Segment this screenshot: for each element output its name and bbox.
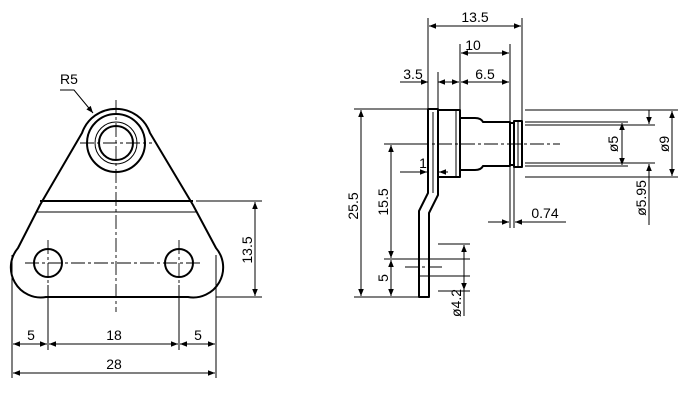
dim-side-overall-length-label: 13.5 — [461, 9, 488, 25]
dim-side-shoulder-label: 6.5 — [475, 66, 495, 82]
dim-shoulder-diameter-label: ø9 — [656, 136, 672, 153]
dim-front-height: 13.5 — [196, 200, 262, 298]
dim-groove-width-label: 0.74 — [531, 205, 558, 221]
dim-total-width-label: 28 — [106, 356, 122, 372]
dim-hole-diameter-label: ø4.2 — [448, 289, 464, 317]
front-outline — [9, 107, 225, 299]
shoulder-outline — [438, 109, 461, 178]
dim-side-shaft-length-label: 10 — [465, 37, 481, 53]
front-view: R5 13.5 5 18 5 28 — [9, 71, 262, 378]
dim-width-left-label: 5 — [27, 327, 35, 343]
radius-label: R5 — [60, 71, 78, 87]
dim-groove-diameter-label: ø5.95 — [633, 180, 649, 216]
dim-shaft-diameter-label: ø5 — [605, 136, 621, 153]
dim-side-plate-offset-label: 3.5 — [403, 66, 423, 82]
dim-hole-diameter: ø4.2 — [448, 245, 467, 317]
dim-side-right: ø5 ø5.95 ø9 — [605, 110, 675, 225]
dim-width-middle-label: 18 — [106, 327, 122, 343]
dim-foot-height-label: 5 — [375, 274, 391, 282]
dim-front-height-label: 13.5 — [239, 236, 255, 263]
dim-groove-width: 0.74 — [488, 205, 566, 225]
side-view: 13.5 10 3.5 6.5 25.5 15.5 5 1 — [345, 9, 678, 317]
dim-front-widths: 5 18 5 28 — [11, 255, 217, 378]
dim-side-left: 25.5 15.5 5 1 — [345, 110, 448, 296]
dim-width-right-label: 5 — [194, 327, 202, 343]
radius-leader — [60, 89, 94, 114]
side-plate-outline — [418, 108, 439, 298]
dim-mid-height-label: 15.5 — [375, 188, 391, 215]
dim-side-top: 13.5 10 3.5 6.5 — [400, 9, 521, 85]
dim-overall-height-label: 25.5 — [345, 192, 361, 219]
dim-offset-label: 1 — [419, 155, 427, 171]
